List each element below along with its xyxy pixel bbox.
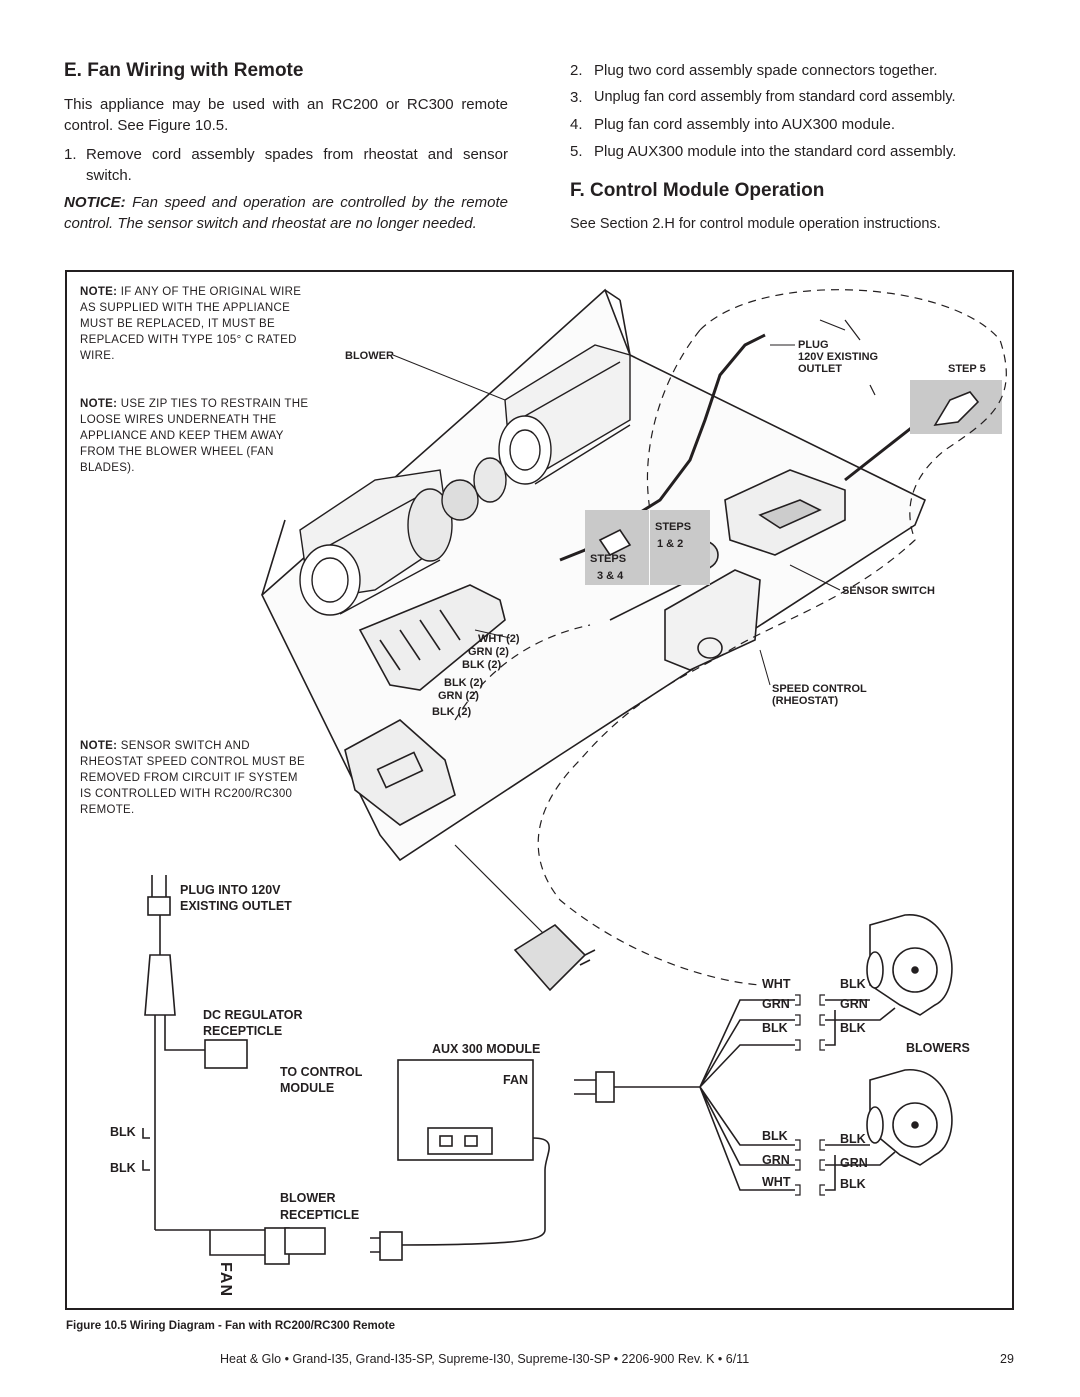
label-blk2-a: BLK (2)	[462, 659, 502, 671]
section-f-title: F. Control Module Operation	[570, 180, 825, 201]
label-blk-bot: BLK	[762, 1129, 788, 1143]
notice-label: NOTICE:	[64, 194, 126, 211]
label-blk-r1: BLK	[840, 977, 866, 991]
section-e-title: E. Fan Wiring with Remote	[64, 60, 304, 81]
label-steps12-b: 1 & 2	[657, 538, 684, 550]
step-3-number: 3.	[570, 89, 583, 106]
note-wire-replacement: NOTE: IF ANY OF THE ORIGINAL WIRE AS SUP…	[80, 286, 302, 362]
note-zip-ties: NOTE: USE ZIP TIES TO RESTRAIN THE LOOSE…	[80, 398, 309, 474]
label-grn-top: GRN	[762, 997, 790, 1011]
section-e-intro: This appliance may be used with an RC200…	[64, 96, 508, 134]
label-blowers: BLOWERS	[906, 1041, 970, 1055]
label-plug-outlet: OUTLET	[798, 363, 842, 375]
label-plug: PLUG	[798, 339, 829, 351]
label-blk-top: BLK	[762, 1021, 788, 1035]
page-number: 29	[1000, 1352, 1014, 1366]
label-blower-rec-1: BLOWER	[280, 1191, 336, 1205]
label-blk2-b: BLK (2)	[444, 677, 484, 689]
blower-left	[299, 469, 479, 616]
label-blk-r2: BLK	[840, 1021, 866, 1035]
step-4: 4. Plug fan cord assembly into AUX300 mo…	[570, 114, 1020, 135]
label-grn2-a: GRN (2)	[468, 646, 509, 658]
label-dc-regulator-1: DC REGULATOR	[203, 1008, 303, 1022]
label-to-control-1: TO CONTROL	[280, 1065, 363, 1079]
aux-module-device	[724, 469, 846, 556]
schematic	[142, 875, 953, 1265]
label-blower-rec-2: RECEPTICLE	[280, 1208, 360, 1222]
terminal-block	[358, 584, 506, 691]
notice-paragraph: NOTICE: Fan speed and operation are cont…	[64, 192, 508, 234]
label-blk-r3: BLK	[840, 1132, 866, 1146]
label-blk-r4: BLK	[840, 1177, 866, 1191]
left-column: E. Fan Wiring with Remote This appliance…	[64, 60, 508, 234]
label-blk-a: BLK	[110, 1125, 136, 1139]
control-module	[344, 719, 456, 826]
label-fan-vertical: FAN	[217, 1262, 234, 1297]
label-steps12-a: STEPS	[655, 521, 692, 533]
wall-adapter	[513, 923, 596, 992]
label-plug-120v: 120V EXISTING	[798, 351, 879, 363]
label-blk-b: BLK	[110, 1161, 136, 1175]
blower-symbol-bottom	[866, 1069, 953, 1166]
label-step5: STEP 5	[948, 363, 986, 375]
label-grn2-b: GRN (2)	[438, 690, 479, 702]
label-fan: FAN	[503, 1073, 528, 1087]
label-speed-control: SPEED CONTROL	[772, 683, 867, 695]
label-blower: BLOWER	[345, 350, 394, 362]
label-grn-r3: GRN	[840, 1156, 868, 1170]
step-1: 1. Remove cord assembly spades from rheo…	[64, 144, 508, 186]
label-aux-module: AUX 300 MODULE	[432, 1042, 541, 1056]
blower-right	[473, 344, 631, 503]
label-steps34-a: STEPS	[590, 553, 627, 565]
notice-text: Fan speed and operation are controlled b…	[64, 194, 508, 232]
step-1-number: 1.	[64, 146, 77, 163]
label-wht2: WHT (2)	[478, 633, 520, 645]
step-1-text: Remove cord assembly spades from rheosta…	[86, 146, 508, 184]
blower-symbol-top	[866, 914, 953, 1016]
step-4-number: 4.	[570, 116, 583, 133]
step-5-text: Plug AUX300 module into the standard cor…	[594, 143, 957, 160]
label-rheostat: (RHEOSTAT)	[772, 695, 839, 707]
step-2-number: 2.	[570, 62, 583, 79]
label-steps34-b: 3 & 4	[597, 570, 624, 582]
step-4-text: Plug fan cord assembly into AUX300 modul…	[594, 116, 896, 133]
step-2: 2. Plug two cord assembly spade connecto…	[570, 60, 1020, 81]
note-sensor-switch: NOTE: SENSOR SWITCH AND RHEOSTAT SPEED C…	[80, 740, 305, 816]
label-grn-bot: GRN	[762, 1153, 790, 1167]
label-dc-regulator-2: RECEPTICLE	[203, 1024, 283, 1038]
step-3-text: Unplug fan cord assembly from standard c…	[594, 89, 956, 105]
label-grn-r1: GRN	[840, 997, 868, 1011]
figure-box	[65, 270, 1014, 1310]
figure-caption: Figure 10.5 Wiring Diagram - Fan with RC…	[66, 1320, 396, 1332]
label-plug-into-2: EXISTING OUTLET	[180, 899, 292, 913]
step-5-number: 5.	[570, 143, 583, 160]
step-5: 5. Plug AUX300 module into the standard …	[570, 141, 1020, 162]
label-sensor-switch: SENSOR SWITCH	[842, 585, 935, 597]
label-blk2-c: BLK (2)	[432, 706, 472, 718]
label-to-control-2: MODULE	[280, 1081, 335, 1095]
step-3: 3. Unplug fan cord assembly from standar…	[570, 87, 1020, 108]
page-footer: Heat & Glo • Grand-I35, Grand-I35-SP, Su…	[220, 1352, 750, 1366]
right-column: 2. Plug two cord assembly spade connecto…	[570, 60, 1020, 235]
step-2-text: Plug two cord assembly spade connectors …	[594, 62, 938, 79]
label-wht-top: WHT	[762, 977, 791, 991]
label-plug-into-1: PLUG INTO 120V	[180, 883, 281, 897]
label-wht-bot: WHT	[762, 1175, 791, 1189]
section-f-text: See Section 2.H for control module opera…	[570, 216, 941, 232]
